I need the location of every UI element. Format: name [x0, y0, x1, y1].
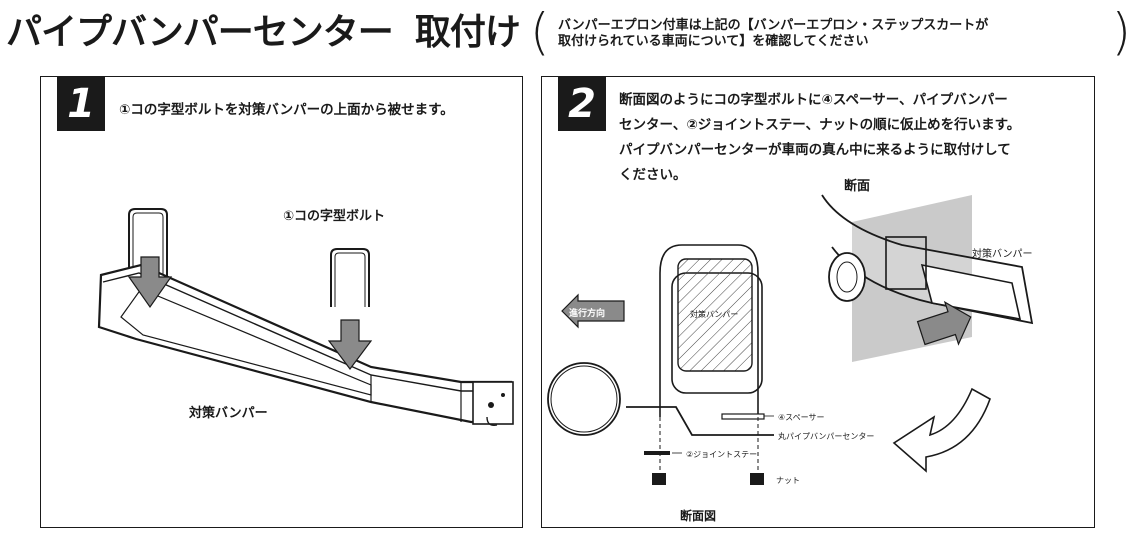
step1-badge: 1 — [57, 77, 105, 131]
note-line-2: 取付けられている車両について】を確認してください — [558, 34, 869, 49]
right-paren: ) — [1111, 3, 1131, 61]
ubolt-3d — [885, 236, 927, 290]
bracket-hole-2 — [501, 393, 505, 397]
note-text: バンパーエプロン付車は上記の【バンパーエプロン・ステップスカートが 取付けられて… — [558, 18, 988, 50]
title-sub: 取付け — [414, 12, 521, 53]
step1-panel: 1 ①コの字型ボルトを対策バンパーの上面から被せます。 ①コの字型ボルト 対策バ… — [40, 76, 523, 528]
u-bolt-right — [330, 248, 370, 307]
u-bolt-left — [128, 208, 168, 282]
header-note: ( バンパーエプロン付車は上記の【バンパーエプロン・ステップスカートが 取付けら… — [530, 4, 1135, 60]
rotation-arrow — [892, 387, 991, 473]
step2-line-1: 断面図のようにコの字型ボルトに④スペーサー、パイプバンパー — [619, 92, 1008, 108]
label-pipe-center: 丸パイプバンパーセンター — [778, 432, 875, 441]
step2-badge: 2 — [558, 77, 606, 131]
step2-instruction: 断面図のようにコの字型ボルトに④スペーサー、パイプバンパー センター、②ジョイン… — [619, 88, 1089, 188]
step1-instruction: ①コの字型ボルトを対策バンパーの上面から被せます。 — [119, 102, 454, 118]
step2-illustration — [547, 194, 1034, 485]
note-line-1: バンパーエプロン付車は上記の【バンパーエプロン・ステップスカートが — [558, 18, 989, 33]
pipe-end-inner — [836, 261, 858, 293]
nut-left — [652, 473, 666, 485]
label-bumper-section: 対策バンパー — [690, 310, 739, 319]
pipe-circle — [547, 362, 621, 436]
ubolt-top — [659, 244, 759, 274]
label-bumper: 対策バンパー — [189, 406, 268, 421]
step2-line-2: センター、②ジョイントステー、ナットの順に仮止めを行います。 — [619, 117, 1021, 133]
label-joint-stay: ②ジョイントステー — [686, 450, 758, 459]
joint-stay — [644, 451, 670, 455]
label-spacer: ④スペーサー — [778, 413, 825, 422]
arrow-down-left — [127, 256, 173, 309]
label-bumper-3d: 対策バンパー — [972, 249, 1033, 260]
direction-arrow — [561, 293, 625, 329]
step2-line-4: ください。 — [619, 167, 687, 183]
u-bolt-right-inner — [334, 252, 366, 307]
pipe-plate — [626, 406, 774, 436]
insert-arrow — [916, 300, 972, 346]
title-main: パイプバンパーセンター — [6, 12, 394, 53]
left-paren: ( — [530, 3, 550, 61]
pipe-circle-inner — [550, 365, 618, 433]
pipe-end — [828, 252, 866, 302]
label-section: 断面 — [844, 179, 871, 194]
label-diagram: 断面図 — [680, 509, 717, 523]
bumper-section — [677, 258, 753, 372]
label-nut: ナット — [776, 476, 800, 485]
spacer — [721, 413, 765, 420]
label-u-bolt: ①コの字型ボルト — [283, 209, 386, 224]
bracket-hole — [488, 402, 494, 408]
step1-illustration — [97, 208, 514, 427]
u-bolt-left-inner — [132, 212, 164, 282]
step2-line-3: パイプバンパーセンターが車両の真ん中に来るように取付けして — [619, 142, 1011, 158]
bumper-segment-lines — [370, 375, 462, 422]
page-title: パイプバンパーセンター取付け — [6, 8, 521, 58]
step2-panel: 2 断面図のようにコの字型ボルトに④スペーサー、パイプバンパー センター、②ジョ… — [541, 76, 1095, 528]
bracket-hook — [486, 416, 498, 427]
label-direction: 進行方向 — [569, 309, 606, 319]
arrow-down-right — [327, 319, 373, 370]
nut-right — [750, 473, 764, 485]
